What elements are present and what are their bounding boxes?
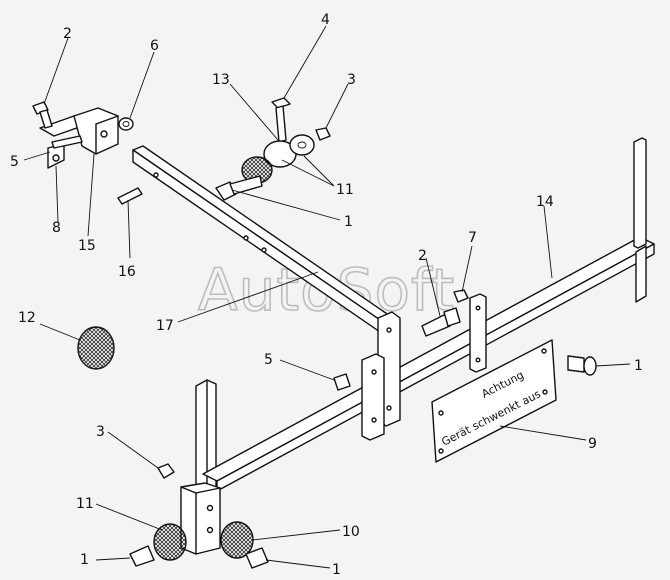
- callout-5-middle: 5: [264, 352, 273, 368]
- callout-5-left: 5: [10, 154, 19, 170]
- callout-14: 14: [536, 194, 554, 210]
- leader-lines: [23, 25, 631, 569]
- callout-11-bottom: 11: [76, 496, 94, 512]
- callout-4: 4: [321, 12, 330, 28]
- callout-17: 17: [156, 318, 174, 334]
- pin-16: [117, 187, 143, 205]
- callout-7: 7: [468, 230, 477, 246]
- callout-2-middle: 2: [418, 248, 427, 264]
- diagonal-arm: [132, 145, 401, 427]
- callout-11-top: 11: [336, 182, 354, 198]
- callout-13: 13: [212, 72, 230, 88]
- middle-bolt-group: [333, 289, 469, 391]
- callout-1-bottom-right: 1: [332, 562, 341, 578]
- callout-1-bottom-left: 1: [80, 552, 89, 568]
- reflector-12: [77, 326, 115, 370]
- callout-3-bottom: 3: [96, 424, 105, 440]
- left-bottom-bracket: [180, 482, 221, 555]
- callout-16: 16: [118, 264, 136, 280]
- callout-1-right: 1: [634, 358, 643, 374]
- callout-3-top: 3: [347, 72, 356, 88]
- bottom-nut: [157, 463, 175, 479]
- callout-15: 15: [78, 238, 96, 254]
- callout-9: 9: [588, 436, 597, 452]
- bottom-reflector-group: [129, 521, 269, 569]
- top-left-bracket-assembly: [32, 101, 134, 169]
- callout-2-top-left: 2: [63, 26, 72, 42]
- callout-8: 8: [52, 220, 61, 236]
- callout-10: 10: [342, 524, 360, 540]
- top-reflector-assembly: [215, 97, 331, 201]
- middle-clamp-plate: [361, 353, 385, 441]
- callout-12: 12: [18, 310, 36, 326]
- right-clamp-plate: [469, 293, 487, 373]
- callout-1-top: 1: [344, 214, 353, 230]
- right-bolt: [567, 355, 597, 376]
- callout-numbers: 2 6 4 13 3 5 8 15 11 1 16 14 2 7 12 17 5…: [10, 12, 643, 578]
- main-crossbar: [202, 236, 655, 492]
- callout-6: 6: [150, 38, 159, 54]
- right-vertical-post: [633, 137, 647, 303]
